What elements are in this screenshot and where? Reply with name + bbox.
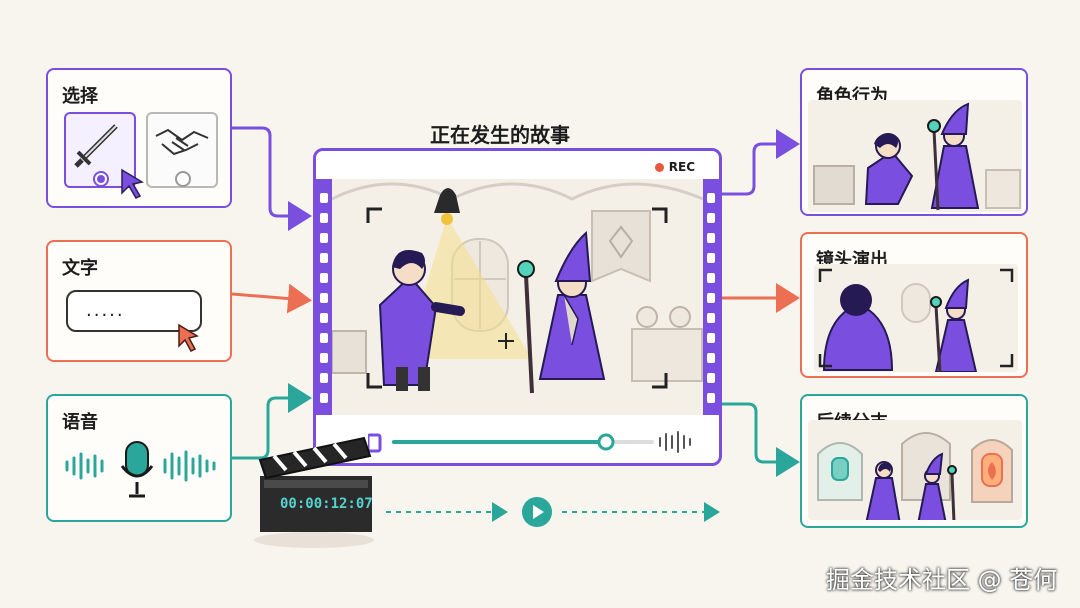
voice-card: 语音: [46, 394, 232, 522]
text-card: 文字 .....: [46, 240, 232, 362]
text-title: 文字: [62, 258, 98, 279]
branch-scene: [808, 420, 1022, 520]
branch-thumbnail: [808, 420, 1022, 520]
microphone-icon: [120, 441, 154, 498]
sound-wave-right: [163, 450, 216, 482]
sword-icon: [74, 124, 118, 168]
camera-thumbnail: [814, 264, 1018, 372]
rec-label: REC: [668, 160, 695, 174]
clapper-timer: 00:00:12:07: [280, 496, 373, 512]
selected-radio[interactable]: [91, 169, 111, 189]
scene-illustration: [332, 179, 703, 415]
film-strip-right: [703, 179, 719, 415]
cursor-icon: [178, 323, 199, 352]
text-input-bubble[interactable]: .....: [66, 290, 202, 332]
branch-card: 后续分支: [800, 394, 1028, 528]
camera-card: 镜头演出: [800, 232, 1028, 378]
character-thumbnail: [808, 100, 1022, 212]
story-title: 正在发生的故事: [430, 123, 570, 147]
text-connector: [231, 283, 312, 314]
text-input-value: .....: [86, 300, 125, 321]
handshake-option[interactable]: [146, 112, 218, 188]
handshake-icon: [155, 128, 209, 156]
story-scene: [332, 179, 703, 415]
play-icon[interactable]: [520, 495, 554, 529]
choice-title: 选择: [62, 86, 98, 107]
choice-connector: [232, 126, 312, 231]
unselected-radio[interactable]: [173, 169, 193, 189]
watermark: 掘金技术社区 @ 苍何: [826, 566, 1058, 594]
cursor-icon: [121, 168, 144, 199]
character-scene: [808, 100, 1022, 212]
branch-connector: [722, 402, 800, 477]
choice-card: 选择: [46, 68, 232, 208]
character-card: 角色行为: [800, 68, 1028, 216]
record-dot: [654, 163, 664, 172]
clapperboard-icon: [254, 436, 374, 548]
film-strip-left: [316, 179, 332, 415]
playback-bar[interactable]: [368, 430, 708, 454]
video-player: REC: [313, 148, 722, 466]
rec-indicator: REC: [654, 160, 695, 174]
voice-connector: [232, 383, 312, 460]
voice-title: 语音: [62, 412, 98, 433]
camera-scene: [814, 264, 1018, 372]
sound-wave-left: [65, 452, 104, 480]
clapperboard: 00:00:12:07: [246, 430, 386, 550]
character-connector: [722, 129, 800, 196]
